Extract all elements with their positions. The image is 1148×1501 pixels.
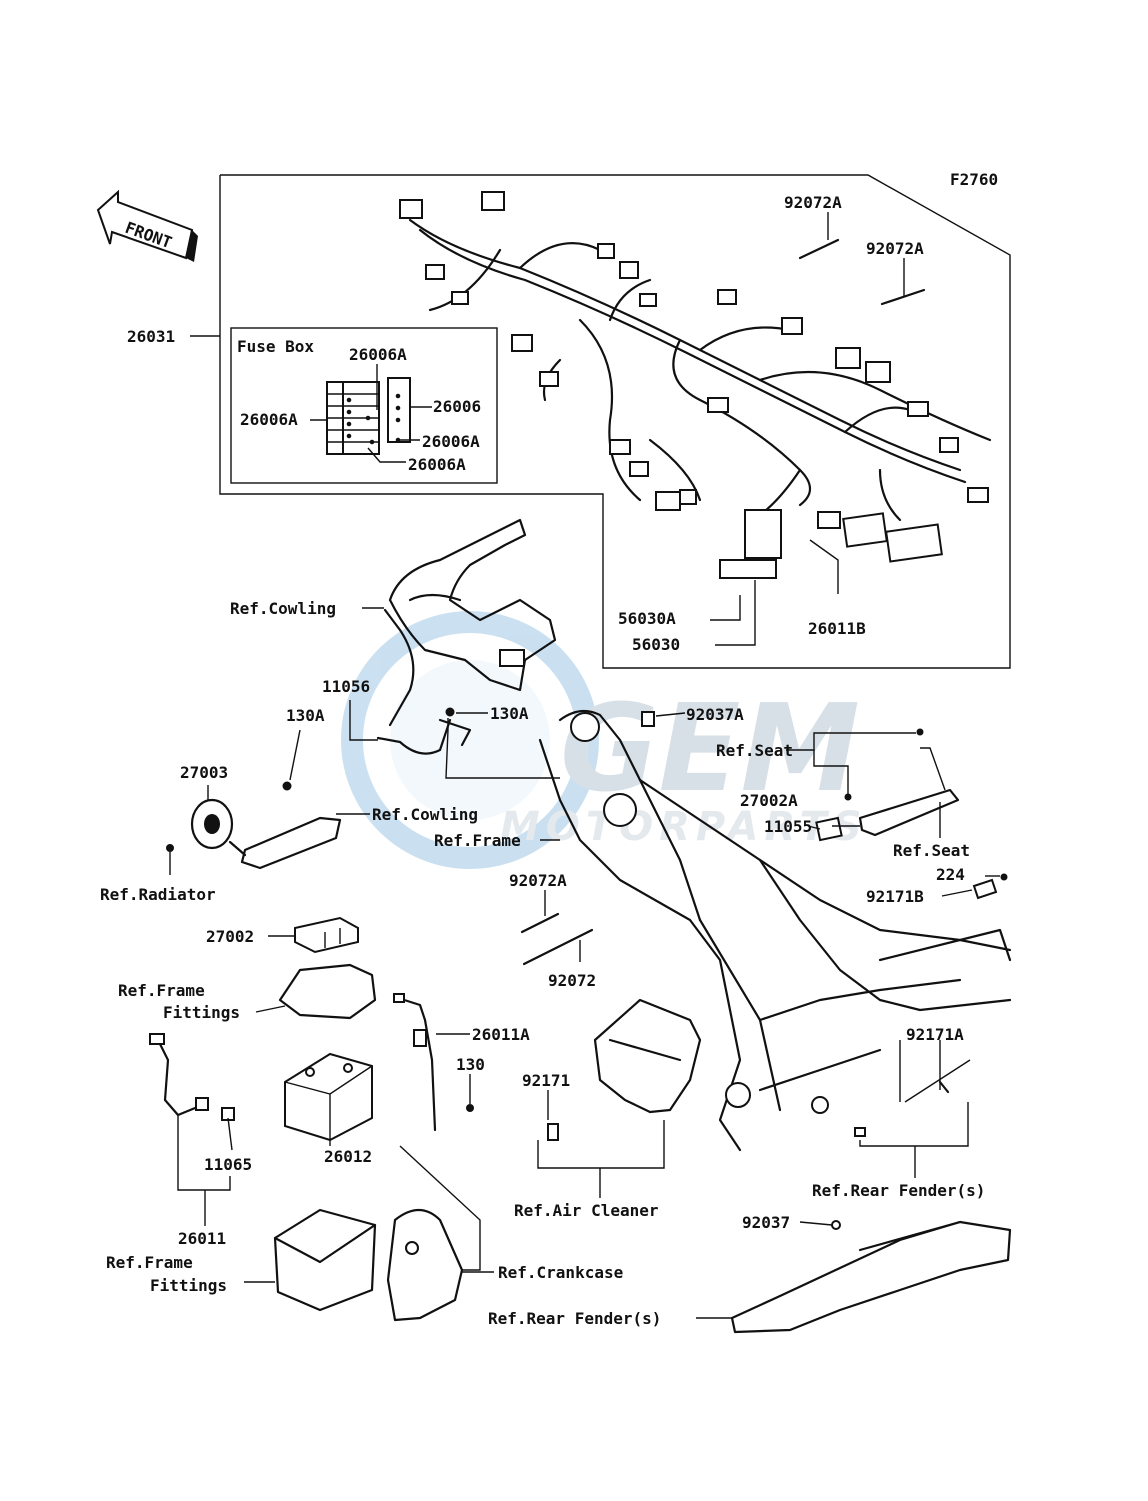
label-92037A: 92037A xyxy=(686,705,744,724)
label-ref-frame: Ref.Frame xyxy=(434,831,521,850)
seat-screw-top xyxy=(916,728,924,736)
watermark-brand: GEM xyxy=(560,680,860,819)
seat-bracket xyxy=(858,788,960,837)
front-arrow-icon: FRONT xyxy=(96,189,198,262)
fuse-box-frame xyxy=(230,327,498,484)
bolt-130A-right xyxy=(445,707,455,717)
label-56030: 56030 xyxy=(632,635,680,654)
label-26006A-right: 26006A xyxy=(422,432,480,451)
label-26006A-top: 26006A xyxy=(349,345,407,364)
bolt-130 xyxy=(466,1104,474,1112)
label-92037: 92037 xyxy=(742,1213,790,1232)
bolt-92171A xyxy=(938,1080,950,1094)
label-26006A-left: 26006A xyxy=(240,410,298,429)
label-92072A-3: 92072A xyxy=(509,871,567,890)
cable-tie-92072A-lower xyxy=(520,912,560,934)
horn-27003 xyxy=(190,798,247,857)
fuse-box xyxy=(326,377,411,455)
label-92072A-2: 92072A xyxy=(866,239,924,258)
seat-screw-bottom xyxy=(844,793,852,801)
label-92171: 92171 xyxy=(522,1071,570,1090)
label-ref-cowling-1: Ref.Cowling xyxy=(230,599,336,618)
label-11065: 11065 xyxy=(204,1155,252,1174)
label-ref-air-cleaner: Ref.Air Cleaner xyxy=(514,1201,659,1220)
label-92072A-1: 92072A xyxy=(784,193,842,212)
battery-cable-26011 xyxy=(149,1033,235,1121)
label-ref-crankcase: Ref.Crankcase xyxy=(498,1263,623,1282)
label-130: 130 xyxy=(456,1055,485,1074)
label-92171A: 92171A xyxy=(906,1025,964,1044)
clip-92171B xyxy=(972,878,998,900)
label-56030A: 56030A xyxy=(618,609,676,628)
relay-27002A xyxy=(815,816,843,842)
label-130A-right: 130A xyxy=(490,704,529,723)
label-11055: 11055 xyxy=(764,817,812,836)
label-ref-radiator: Ref.Radiator xyxy=(100,885,216,904)
main-wiring-harness xyxy=(399,191,992,579)
label-ref-rear-fender-1: Ref.Rear Fender(s) xyxy=(812,1181,985,1200)
clip-rear-fender xyxy=(854,1127,866,1137)
label-ref-cowling-2: Ref.Cowling xyxy=(372,805,478,824)
bolt-130A-left xyxy=(282,781,292,791)
harness-group-frame xyxy=(219,174,1011,669)
relay-27002 xyxy=(294,916,359,954)
air-cleaner-cover xyxy=(593,998,702,1114)
bracket-11056 xyxy=(376,718,472,755)
label-ref-frame-fittings-2b: Fittings xyxy=(150,1276,227,1295)
label-27003: 27003 xyxy=(180,763,228,782)
watermark-sub: MOTORPARTS xyxy=(500,804,868,850)
clamp-92171 xyxy=(547,1123,559,1141)
label-224: 224 xyxy=(936,865,965,884)
label-26012: 26012 xyxy=(324,1147,372,1166)
label-26011A: 26011A xyxy=(472,1025,530,1044)
motorcycle-frame xyxy=(538,709,1012,1152)
label-26011B: 26011B xyxy=(808,619,866,638)
label-11056: 11056 xyxy=(322,677,370,696)
horn-bracket xyxy=(240,816,342,870)
label-ref-seat-2: Ref.Seat xyxy=(893,841,970,860)
clip-92037 xyxy=(831,1220,841,1230)
label-26006A-bottom: 26006A xyxy=(408,455,466,474)
relay-bracket xyxy=(278,963,377,1020)
cable-26011A xyxy=(393,993,437,1132)
part-labels: 26031 26006A 26006A 26006 26006A 26006A … xyxy=(100,193,985,1328)
label-ref-frame-fittings-1b: Fittings xyxy=(163,1003,240,1022)
label-ref-frame-fittings-2a: Ref.Frame xyxy=(106,1253,193,1272)
label-92171B: 92171B xyxy=(866,887,924,906)
crankcase-cover xyxy=(386,1208,464,1322)
label-27002A: 27002A xyxy=(740,791,798,810)
battery-26012 xyxy=(284,1052,373,1142)
label-92072: 92072 xyxy=(548,971,596,990)
battery-case xyxy=(273,1208,377,1312)
label-26011: 26011 xyxy=(178,1229,226,1248)
leader-lines xyxy=(169,212,1000,1319)
label-ref-seat-1: Ref.Seat xyxy=(716,741,793,760)
cowling-bracket xyxy=(383,518,557,727)
cable-tie-92072 xyxy=(522,928,594,966)
figure-code: F2760 xyxy=(950,170,998,189)
label-130A-left: 130A xyxy=(286,706,325,725)
fuse-box-title: Fuse Box xyxy=(237,337,314,356)
bolt-radiator xyxy=(166,844,174,852)
bolt-224 xyxy=(1000,873,1008,881)
label-26031: 26031 xyxy=(127,327,175,346)
rear-fender xyxy=(730,1220,1012,1334)
label-27002: 27002 xyxy=(206,927,254,946)
label-ref-frame-fittings-1a: Ref.Frame xyxy=(118,981,205,1000)
cable-tie-92072A-upper xyxy=(798,238,926,306)
label-26006: 26006 xyxy=(433,397,481,416)
clamp-92037A xyxy=(641,711,655,727)
label-ref-rear-fender-2: Ref.Rear Fender(s) xyxy=(488,1309,661,1328)
